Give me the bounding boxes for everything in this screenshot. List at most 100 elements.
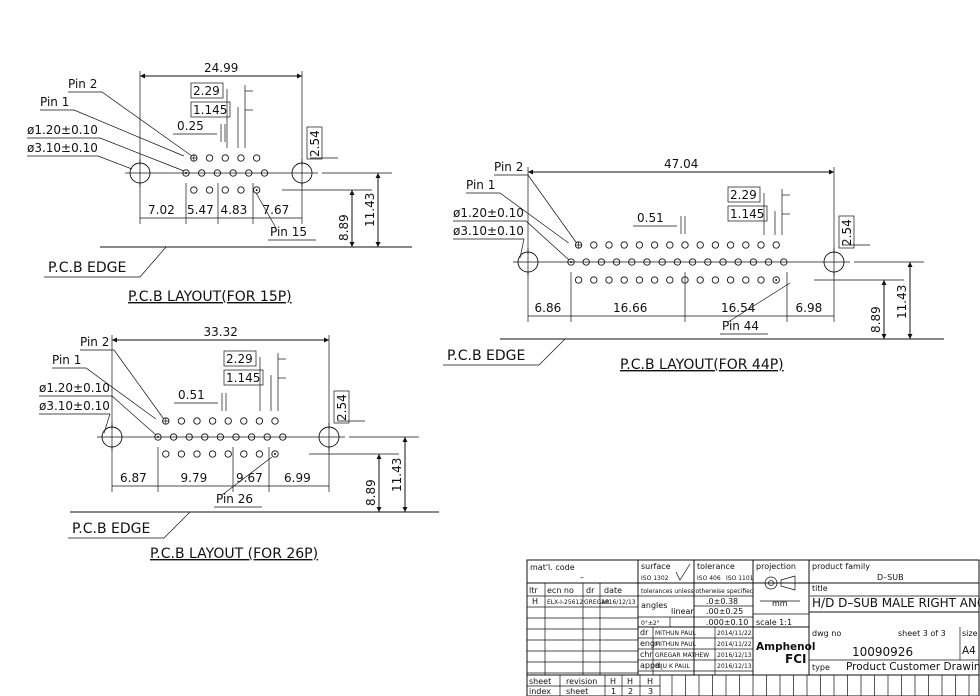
chain-value-1: 7.02 [148,203,175,217]
pin-hole [635,276,644,284]
dimension-arrow [907,262,913,267]
basic-dimension-box [727,205,768,222]
rev-header: dr [586,586,595,595]
chain-value-4: 6.98 [796,301,823,315]
basic-dimension-box [727,186,761,203]
pin-hole [620,276,628,284]
basic-dimension-box [838,215,855,249]
row-offset-value: 1.145 [730,207,764,221]
iso-1101: ISO 1101 [726,575,754,582]
pin-hole [742,241,750,249]
pitch-x-value: 2.29 [193,84,220,98]
pin-hole [205,186,214,194]
chain-value-1: 6.87 [120,471,147,485]
pin-hole [224,450,232,458]
projection-label: projection [756,562,796,571]
hole-small-label: ø1.20±0.10 [39,381,110,395]
offset-value: 0.51 [178,388,205,402]
pin-1-label: Pin 1 [52,353,81,367]
pin-hole [224,417,232,425]
pin-2-leader [80,349,165,420]
pcb-edge-label: P.C.B EDGE [48,260,126,276]
dimension-arrow [829,169,834,175]
projection-symbol [764,576,778,590]
offset-value: 0.25 [177,119,204,133]
size-value: A4 [962,645,976,657]
pcb-edge-leader [443,338,566,366]
chain-value-2: 16.66 [613,301,647,315]
dimension-arrow [376,507,382,512]
pitch-x-value: 2.29 [226,352,253,366]
pin-hole [711,276,720,284]
pin-1-leader [40,109,184,157]
pin-hole [635,241,644,249]
pin-holes [567,241,788,284]
signoff-date: 2016/12/13 [717,663,752,670]
rev-entry: GREGAR [584,599,610,606]
pin-hole [205,154,214,162]
pin-hole [240,450,248,458]
index-revision: H [647,677,653,686]
index-sheet: 2 [628,687,633,696]
chain-value-1: 6.86 [535,301,562,315]
dimension-arrow [376,454,382,459]
dimension-arrow [140,73,145,79]
pin-2-leader [494,174,577,244]
signoff-date: 2016/12/13 [717,652,752,659]
chain-value-4: 7.67 [263,203,290,217]
dimension-arrow [112,337,117,343]
hole-large-label: ø3.10±0.10 [453,224,524,238]
view-caption: P.C.B LAYOUT(FOR 15P) [128,289,292,305]
drawing-number: 10090926 [852,645,913,659]
product-family-value: D–SUB [877,573,904,582]
index-revision: H [610,677,616,686]
pin-hole [772,241,780,249]
pcb-edge-label: P.C.B EDGE [72,521,150,537]
hole-small-label: ø1.20±0.10 [453,206,524,220]
pin-hole [605,276,613,284]
hole-large-leader [39,413,111,434]
pitch-y-value: 2.54 [308,130,322,157]
signoff-date: 2014/11/22 [717,630,752,637]
pin-hole [190,186,198,194]
pin-hole [650,241,659,249]
pin-holes [182,154,269,194]
surface-finish-symbol [675,563,691,581]
signoff-name: MITHUN PAUL [655,630,697,637]
width-value: 24.99 [204,61,238,75]
pin-hole [742,276,750,284]
pin-hole [726,276,735,284]
dimension-arrow [907,334,913,339]
tolerance-value: .000±0.10 [706,618,748,627]
dimension-arrow [375,242,381,247]
hole-large-label: ø3.10±0.10 [27,141,98,155]
basic-dimension-box [223,369,264,386]
width-value: 33.32 [204,325,238,339]
signoff-name: GREGAR MATHEW [655,652,709,659]
basic-dimension-box [190,82,224,99]
dimension-arrow [349,190,355,195]
width-value: 47.04 [664,157,698,171]
pin-1-label: Pin 1 [40,95,69,109]
tolerance-label: tolerance [697,562,735,571]
pitch-x-value: 2.29 [730,188,757,202]
pin-hole [237,154,245,162]
last-pin-center [255,189,258,191]
pin-hole [252,154,261,162]
iso-1302: ISO 1302 [641,575,669,582]
offset-value: 0.51 [637,211,664,225]
pin-hole [177,450,186,458]
brand-logo-bottom: FCI [785,652,806,666]
angles-value: 0°±2° [641,620,660,627]
pin-hole [605,241,613,249]
pin-hole [757,276,765,284]
pin-1-leader [466,192,569,244]
last-pin-label: Pin 44 [722,319,759,333]
chain-value-2: 5.47 [187,203,214,217]
last-pin-label: Pin 26 [216,492,253,506]
last-pin-leader [727,282,791,323]
chain-value-3: 9.67 [236,471,263,485]
